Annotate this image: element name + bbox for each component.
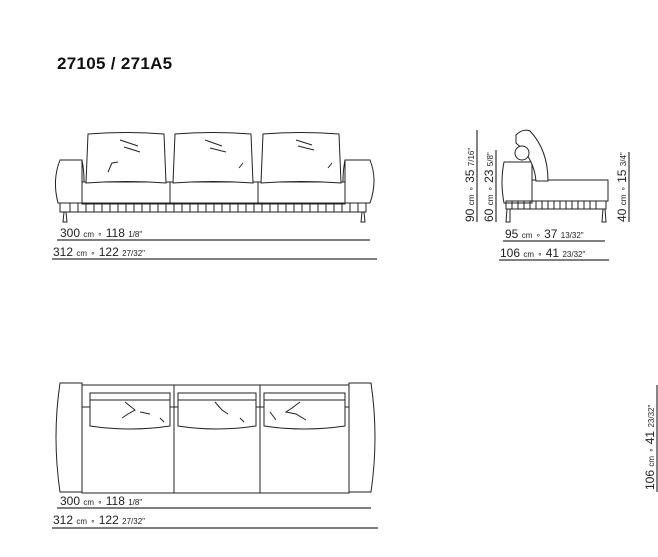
front-seat-base (81, 181, 346, 205)
side-view: 90 cm ∘ 35 7/16" 60 cm ∘ 23 5/8" 40 cm ∘… (463, 129, 630, 261)
svg-text:40 cm ∘ 15 3/4": 40 cm ∘ 15 3/4" (615, 152, 629, 222)
svg-text:300 cm ∘ 118 1/8": 300 cm ∘ 118 1/8" (60, 226, 142, 240)
top-total-depth-dimension: 106 cm ∘ 41 23/32" (643, 385, 658, 492)
front-right-arm (342, 159, 375, 204)
svg-text:300 cm ∘ 118 1/8": 300 cm ∘ 118 1/8" (60, 494, 142, 508)
side-seat-depth-dimension: 95 cm ∘ 37 13/32" (503, 227, 605, 242)
side-seat-height-dimension: 40 cm ∘ 15 3/4" (615, 152, 630, 222)
svg-text:90 cm ∘ 35 7/16": 90 cm ∘ 35 7/16" (463, 148, 477, 222)
side-total-height-dimension: 90 cm ∘ 35 7/16" (463, 130, 478, 222)
top-back-cushions (89, 392, 346, 430)
front-back-cushions (85, 132, 342, 184)
front-inner-width-dimension: 300 cm ∘ 118 1/8" (57, 226, 370, 241)
svg-text:60 cm ∘ 23 5/8": 60 cm ∘ 23 5/8" (482, 152, 496, 222)
top-total-width-dimension: 312 cm ∘ 122 27/32" (52, 513, 378, 529)
side-headrest (514, 145, 530, 161)
svg-text:106 cm ∘ 41 23/32": 106 cm ∘ 41 23/32" (643, 405, 657, 490)
front-left-arm (54, 159, 85, 204)
front-view: 300 cm ∘ 118 1/8" 312 cm ∘ 122 27/32" (52, 132, 377, 260)
svg-text:95 cm ∘ 37 13/32": 95 cm ∘ 37 13/32" (505, 227, 584, 241)
model-title: 27105 / 271A5 (57, 54, 173, 73)
top-left-arm (55, 382, 83, 493)
svg-text:106 cm ∘ 41 23/32": 106 cm ∘ 41 23/32" (500, 246, 585, 260)
svg-text:312 cm ∘ 122 27/32": 312 cm ∘ 122 27/32" (53, 245, 145, 259)
top-inner-width-dimension: 300 cm ∘ 118 1/8" (57, 494, 371, 509)
top-view: 300 cm ∘ 118 1/8" 312 cm ∘ 122 27/32" 10… (52, 382, 658, 529)
side-arm-height-dimension: 60 cm ∘ 23 5/8" (482, 150, 497, 222)
top-right-arm (348, 382, 376, 493)
side-total-depth-dimension: 106 cm ∘ 41 23/32" (499, 246, 609, 261)
front-total-width-dimension: 312 cm ∘ 122 27/32" (52, 245, 377, 260)
side-arm (501, 161, 533, 204)
svg-text:312 cm ∘ 122 27/32": 312 cm ∘ 122 27/32" (53, 513, 145, 527)
side-seat (531, 179, 609, 202)
